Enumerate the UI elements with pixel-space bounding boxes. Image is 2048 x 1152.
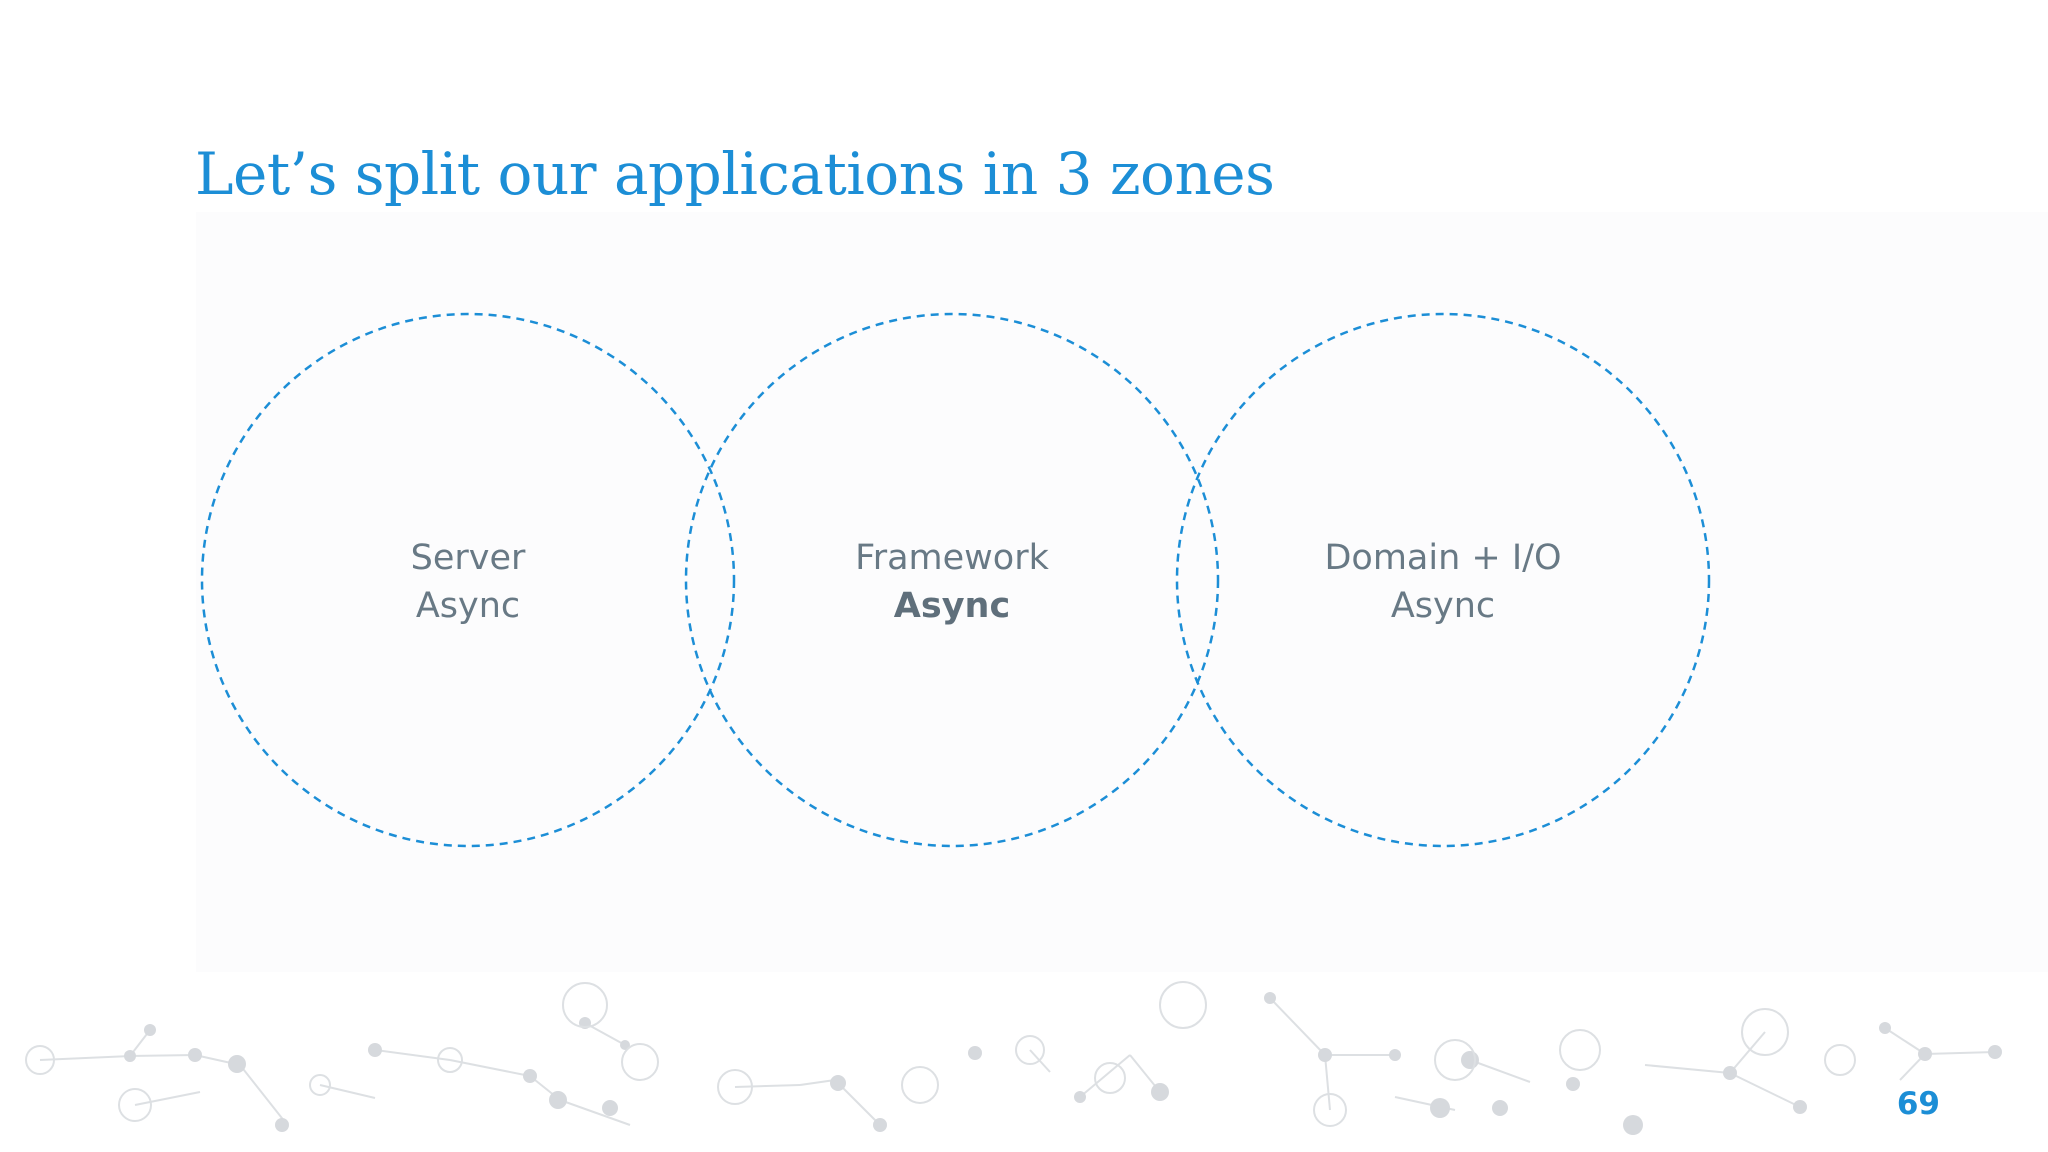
zone-framework-name: Framework [855, 538, 1049, 578]
zone-circle-server [200, 312, 736, 848]
zone-label-domain: Domain + I/O Async [1263, 534, 1623, 630]
zone-domain-mode: Async [1390, 586, 1496, 626]
zone-server-name: Server [410, 538, 526, 578]
content-panel [196, 212, 2048, 972]
zone-domain-name: Domain + I/O [1324, 538, 1562, 578]
network-decoration [25, 981, 2002, 1135]
page-number: 69 [1896, 1086, 1940, 1122]
zone-server-mode: Async [415, 586, 521, 626]
zone-label-framework: Framework Async [772, 534, 1132, 630]
zone-framework-mode: Async [893, 586, 1011, 626]
zone-circle-framework [684, 312, 1220, 848]
zone-circle-domain [1175, 312, 1711, 848]
slide-title: Let’s split our applications in 3 zones [195, 140, 1275, 208]
zone-label-server: Server Async [288, 534, 648, 630]
